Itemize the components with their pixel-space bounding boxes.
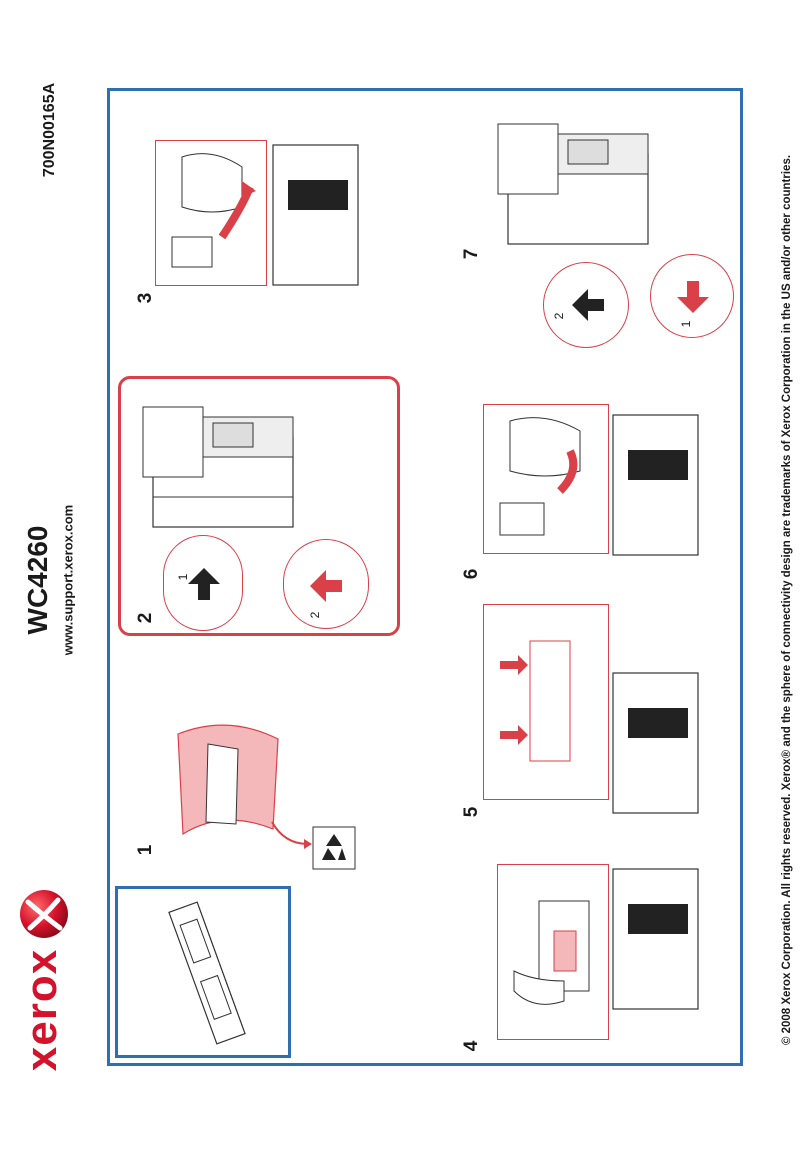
callout-number: 2 [552,312,566,320]
step-number: 1 [135,844,156,856]
printer-side-illustration [612,868,699,1010]
model-title: WC4260 [22,525,53,635]
step-4-inset [497,864,609,1040]
step-number: 3 [135,292,156,304]
step-number: 4 [461,1040,482,1052]
instruction-frame [107,88,743,1066]
brand-wordmark: xerox [17,948,66,1072]
step-number: 2 [135,612,156,624]
step-3-inset [155,140,267,286]
callout-number: 1 [176,573,190,581]
printer-side-illustration [612,414,699,556]
step-6-inset [483,404,609,554]
step-number: 7 [461,248,482,260]
printer-side-illustration [612,672,699,814]
arrow-icon [677,281,709,313]
memory-module-panel [115,886,291,1058]
step-number: 5 [461,806,482,818]
memory-latch-illustration [500,640,571,762]
xerox-sphere-logo [20,890,68,938]
step-number: 6 [461,568,482,580]
hand-lift-cover-illustration [171,153,256,268]
printer-side-illustration [272,144,359,286]
recycle-icon [312,826,356,870]
printer-illustration [142,406,294,528]
hand-insert-memory-illustration [513,900,590,1005]
callout-number: 2 [308,611,322,619]
hand-close-cover-illustration [499,417,581,536]
copyright-notice: © 2008 Xerox Corporation. All rights res… [781,154,793,1046]
arrow-icon [271,821,312,849]
part-number: 700N00165A [41,82,58,178]
power-cord-inset [650,254,734,338]
step-5-inset [483,604,609,800]
callout-number: 1 [679,320,693,328]
arrow-icon [572,289,604,321]
packaging-bag-illustration [177,724,279,836]
memory-module-illustration [168,901,246,1045]
arrow-icon [188,568,220,600]
power-switch-inset [163,535,243,631]
step-2-panel: 1 2 [118,376,400,636]
support-url-link[interactable]: www.support.xerox.com [60,504,76,656]
power-switch-inset [543,262,629,348]
printer-illustration [497,123,649,245]
power-cord-inset [283,539,369,629]
arrow-icon [310,570,342,602]
